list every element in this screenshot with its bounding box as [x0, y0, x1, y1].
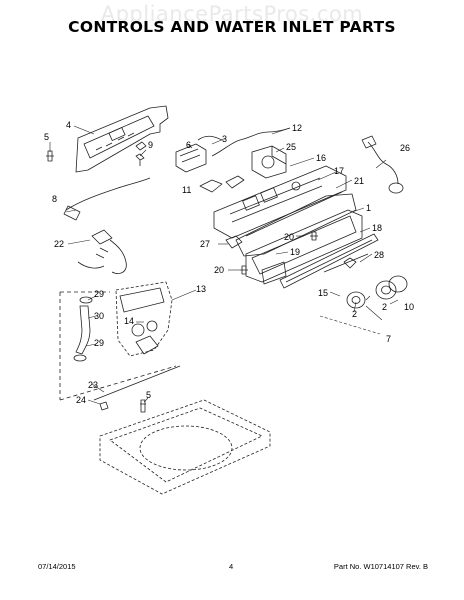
watermark: AppliancePartsPros.com: [100, 2, 364, 26]
callout-23: 23: [88, 380, 98, 390]
page-title: CONTROLS AND WATER INLET PARTS: [68, 18, 396, 36]
callout-24: 24: [76, 395, 86, 405]
part-28-knob-shaft: [323, 253, 369, 273]
part-18-trim: [279, 233, 379, 289]
part-12-wire: [211, 127, 291, 157]
callout-8: 9: [148, 140, 153, 150]
callout-5: 5: [44, 132, 49, 142]
callout-29-upper: 29: [94, 289, 104, 299]
part-2-knob-left: [346, 291, 366, 309]
part-5-screw-upper: [46, 150, 54, 162]
part-3-wire: [197, 135, 223, 141]
callout-7: 8: [52, 194, 57, 204]
callout-22: 22: [54, 239, 64, 249]
footer-date: 07/14/2015: [38, 562, 76, 571]
callout-12: 12: [292, 123, 302, 133]
callout-16: 16: [316, 153, 326, 163]
part-25-timer: [251, 145, 287, 179]
part-8-screw: [135, 153, 145, 166]
callout-3: 3: [222, 134, 227, 144]
part-21-console-back: [235, 191, 357, 257]
callout-4: 4: [66, 120, 71, 130]
part-24-clip: [99, 401, 109, 411]
callout-6: 6: [186, 140, 191, 150]
part-20-screw-lower: [240, 265, 248, 275]
part-11-connector: [199, 175, 245, 193]
callout-25: 25: [286, 142, 296, 152]
callout-14: 14: [124, 316, 134, 326]
callout-11: 11: [182, 185, 191, 195]
callout-29-lower: 29: [94, 338, 104, 348]
callout-30: 30: [94, 311, 104, 321]
footer-part-number: Part No. W10714107 Rev. B: [333, 562, 428, 571]
callout-27: 27: [200, 239, 210, 249]
callout-21: 21: [354, 176, 364, 186]
part-7-connector: [63, 205, 81, 221]
footer-page-number: 4: [229, 562, 234, 571]
part-26-harness: [361, 135, 404, 194]
part-6-switch: [175, 143, 207, 173]
callout-10: 10: [404, 302, 414, 312]
callout-15: 15: [318, 288, 328, 298]
callout-13: 13: [196, 284, 206, 294]
callout-26: 26: [400, 143, 410, 153]
callout-2-left: 2: [352, 309, 357, 319]
callout-2-right: 2: [382, 302, 387, 312]
callout-9: 7: [386, 334, 391, 344]
part-16-console: [213, 165, 347, 239]
part-20-screw-upper: [310, 231, 318, 241]
part-7-wire: [65, 177, 151, 211]
callout-5-lower: 5: [146, 390, 151, 400]
part-23-rod: [93, 365, 181, 401]
callout-20-upper: 20: [284, 232, 294, 242]
part-27-clip: [225, 235, 243, 249]
callout-28: 28: [374, 250, 384, 260]
cabinet-top: [99, 399, 271, 495]
part-13-valve-group: [115, 281, 173, 357]
callout-1: 1: [366, 203, 371, 213]
part-5-screw-lower: [140, 399, 146, 413]
callout-19: 19: [290, 247, 300, 257]
dashed-boundary: [59, 291, 177, 401]
part-4-rear-bracket: [75, 105, 169, 173]
part-22-harness: [77, 229, 127, 274]
leader-lines: [49, 125, 399, 405]
part-2-knob-right: [375, 280, 397, 300]
part-1-console-front: [245, 209, 363, 285]
callout-17: 17: [334, 166, 344, 176]
part-10-knob: [388, 275, 408, 293]
callout-20-lower: 20: [214, 265, 224, 275]
callout-18: 18: [372, 223, 382, 233]
part-30-hose: [73, 296, 93, 362]
